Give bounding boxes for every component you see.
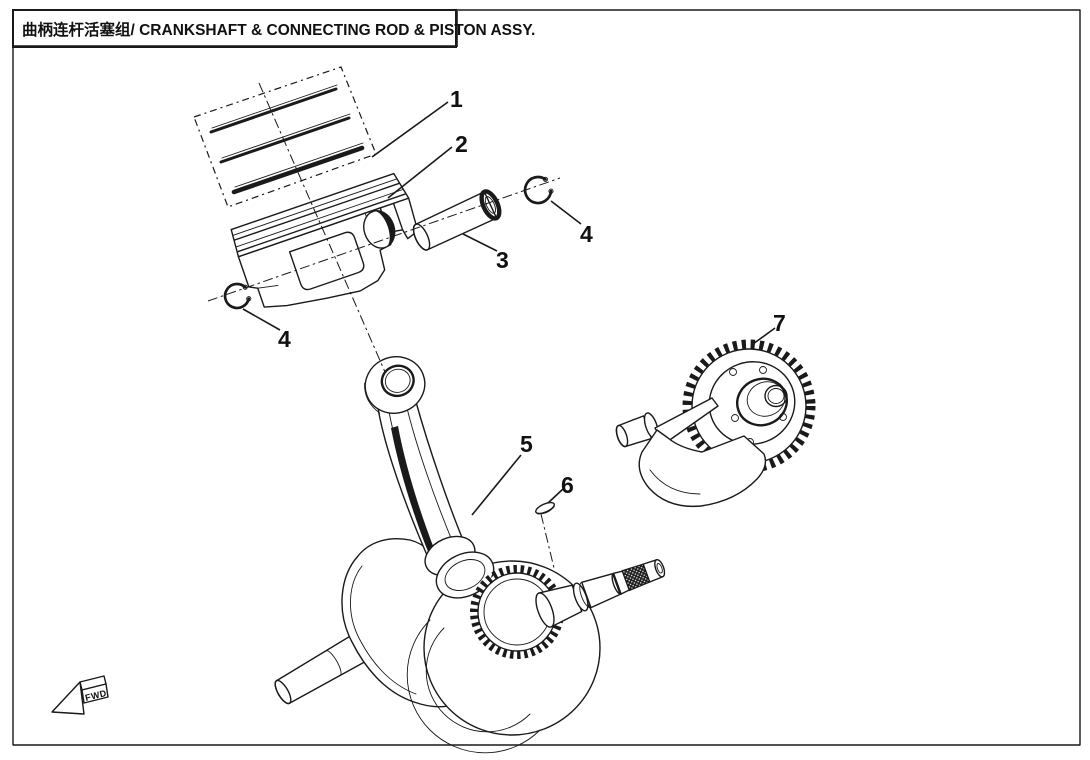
callout-2: 2 [455,131,468,157]
title-block: 曲柄连杆活塞组/ CRANKSHAFT & CONNECTING ROD & P… [12,9,535,48]
piston-crown-band [230,172,410,258]
rings-phantom-box [193,66,377,208]
balance-gear-plate [708,361,796,445]
callout-3: 3 [496,247,509,273]
fwd-arrow-head [51,681,85,715]
callout-7: 7 [773,310,786,336]
center-lines [207,82,561,569]
page-title: 曲柄连杆活塞组/ CRANKSHAFT & CONNECTING ROD & P… [22,20,535,39]
callout-4-upper: 4 [580,221,593,247]
pin-open-end [479,189,502,221]
pin-axis-line [207,177,561,302]
balance-shaft-journal [615,412,659,448]
callout-6: 6 [561,472,574,498]
connecting-rod [364,356,476,577]
callout-numbers: 1 2 3 4 4 5 6 7 [278,86,786,498]
key-axis-line [540,513,555,569]
oil-ring [231,145,365,195]
balance-gear-teeth [682,339,816,473]
fwd-direction-arrow: FWD [51,675,109,715]
balance-gear-bore [736,377,788,427]
callout-1: 1 [450,86,463,112]
circlip-right [523,175,554,205]
compression-ring-2 [219,116,351,164]
rod-small-end [364,356,426,414]
drawing-border [12,9,1081,746]
piston [230,172,419,308]
woodruff-key [535,501,555,515]
fwd-arrow-tail [81,683,109,704]
crankshaft-assembly [274,356,666,754]
circlip-left [223,282,252,310]
callout-leaders [242,101,776,516]
crank-right-shaft [535,559,666,628]
piston-skirt-window [288,231,365,291]
piston-rings-group [193,66,377,208]
callout-5: 5 [520,431,533,457]
balance-shaft [615,339,816,508]
compression-ring-1 [209,87,338,134]
rod-beam-shadow [391,426,435,554]
callout-4-lower: 4 [278,326,291,352]
piston-pin [412,189,502,251]
bore-axis-line [258,82,386,373]
